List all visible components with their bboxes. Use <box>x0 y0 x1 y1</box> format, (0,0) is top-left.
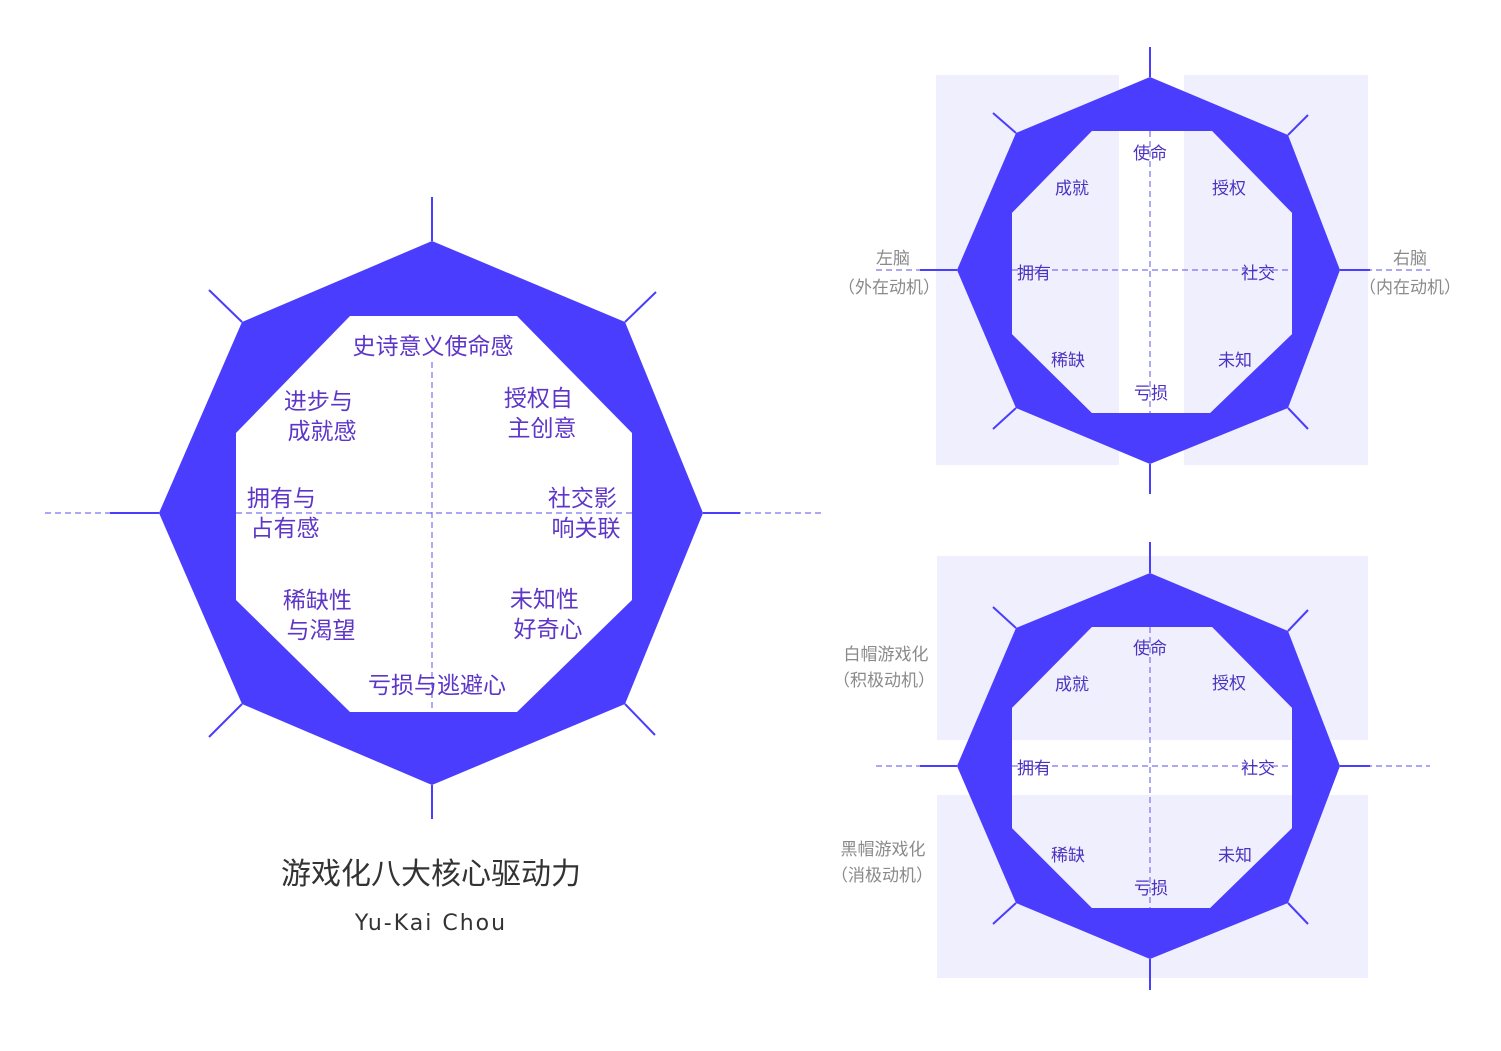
hat-drive-accomplishment: 成就 <box>1055 675 1089 695</box>
hat-drive-ownership: 拥有 <box>1017 759 1051 779</box>
brain-octagon-spokes <box>920 47 1370 494</box>
right-brain-label: 右脑 <box>1393 249 1427 269</box>
brain-drive-ownership: 拥有 <box>1017 264 1051 284</box>
drive-scarcity: 稀缺性 与渴望 <box>283 588 359 644</box>
hat-drive-mission: 使命 <box>1133 638 1167 659</box>
right-brain-sublabel: （内在动机） <box>1359 278 1461 298</box>
left-brain-label: 左脑 <box>876 249 910 269</box>
hat-octagon-spokes <box>920 542 1370 990</box>
black-hat-sublabel: （消极动机） <box>831 866 933 886</box>
brain-drive-mission: 使命 <box>1133 143 1167 164</box>
brain-drive-unknown: 未知 <box>1218 351 1252 371</box>
drive-accomplishment: 进步与 成就感 <box>284 389 360 445</box>
hat-drive-loss: 亏损 <box>1134 879 1168 899</box>
left-brain-sublabel: （外在动机） <box>838 278 940 298</box>
drive-empowerment: 授权自 主创意 <box>504 386 580 442</box>
brain-drive-social: 社交 <box>1241 264 1275 284</box>
brain-drive-accomplishment: 成就 <box>1055 179 1089 199</box>
hat-drive-unknown: 未知 <box>1218 846 1252 866</box>
drive-social-influence: 社交影 响关联 <box>548 486 624 542</box>
hat-drive-social: 社交 <box>1241 759 1275 779</box>
drive-epic-meaning: 史诗意义使命感 <box>353 334 514 360</box>
black-hat-label: 黑帽游戏化 <box>841 840 926 860</box>
octagon-spokes <box>110 197 740 819</box>
octagon-inner <box>236 316 632 712</box>
octalysis-main-diagram: 史诗意义使命感 授权自 主创意 社交影 响关联 未知性 好奇心 亏损与逃避心 稀… <box>45 197 825 936</box>
drive-loss-avoidance: 亏损与逃避心 <box>368 673 506 699</box>
octalysis-brain-diagram: 使命 授权 社交 未知 亏损 稀缺 拥有 成就 左脑 （外在动机） 右脑 （内在… <box>838 47 1461 494</box>
figure-author: Yu-Kai Chou <box>354 911 507 936</box>
brain-drive-empowerment: 授权 <box>1212 179 1246 199</box>
drive-unpredictability: 未知性 好奇心 <box>510 587 586 643</box>
hat-drive-scarcity: 稀缺 <box>1051 846 1085 866</box>
brain-drive-loss: 亏损 <box>1134 384 1168 404</box>
octalysis-hat-diagram: 使命 授权 社交 未知 亏损 稀缺 拥有 成就 白帽游戏化 （积极动机） 黑帽游… <box>831 542 1430 990</box>
figure-title: 游戏化八大核心驱动力 <box>281 857 581 892</box>
drive-ownership: 拥有与 占有感 <box>247 486 323 542</box>
white-hat-sublabel: （积极动机） <box>833 671 935 691</box>
brain-drive-scarcity: 稀缺 <box>1051 351 1085 371</box>
hat-drive-empowerment: 授权 <box>1212 674 1246 694</box>
white-hat-label: 白帽游戏化 <box>844 645 929 665</box>
